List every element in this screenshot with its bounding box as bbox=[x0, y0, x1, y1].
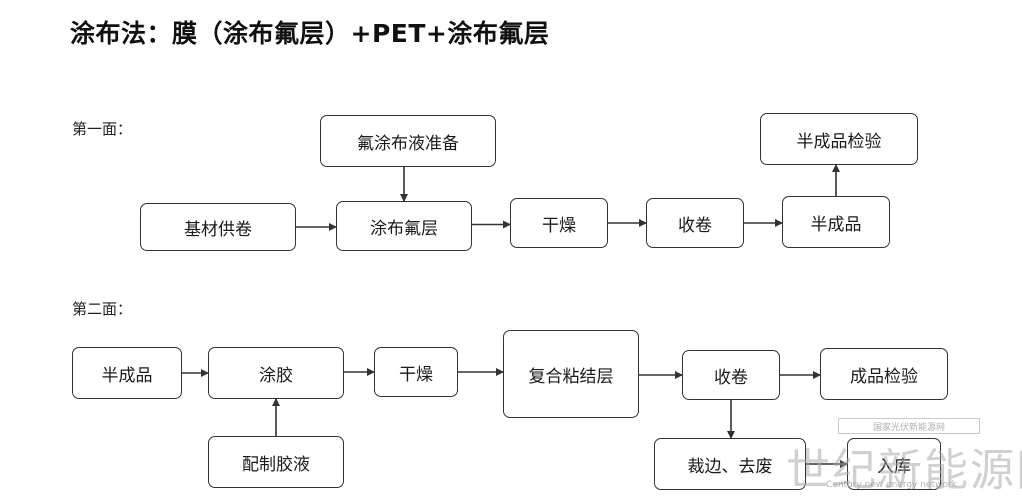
node-fluoro-prep: 氟涂布液准备 bbox=[320, 115, 496, 167]
node-last: 入库 bbox=[847, 438, 941, 490]
node-dry-1: 干燥 bbox=[510, 198, 608, 248]
section-label-face2: 第二面： bbox=[72, 300, 133, 318]
node-semi-1: 半成品 bbox=[782, 196, 890, 248]
node-final-inspect: 成品检验 bbox=[820, 348, 948, 400]
section-label-face1: 第一面： bbox=[72, 120, 133, 138]
diagram-title: 涂布法：膜（涂布氟层）+PET+涂布氟层 bbox=[70, 19, 550, 48]
node-trim: 裁边、去废 bbox=[654, 438, 806, 490]
watermark-banner: 国家光伏新能源网 bbox=[838, 418, 980, 434]
watermark-subtitle: Century new energy network bbox=[826, 480, 957, 490]
node-dry-2: 干燥 bbox=[374, 347, 458, 397]
node-semi-inspect: 半成品检验 bbox=[760, 113, 918, 165]
node-composite: 复合粘结层 bbox=[503, 330, 639, 418]
node-semi-2: 半成品 bbox=[72, 347, 182, 399]
node-prep-glue: 配制胶液 bbox=[208, 436, 344, 488]
watermark-logo-text: 世纪新能源网 bbox=[786, 445, 1022, 496]
node-glue: 涂胶 bbox=[208, 347, 344, 399]
node-substrate: 基材供卷 bbox=[140, 203, 296, 251]
node-wind-1: 收卷 bbox=[646, 198, 744, 248]
node-coat-fluoro: 涂布氟层 bbox=[336, 201, 472, 251]
node-wind-2: 收卷 bbox=[682, 350, 780, 400]
